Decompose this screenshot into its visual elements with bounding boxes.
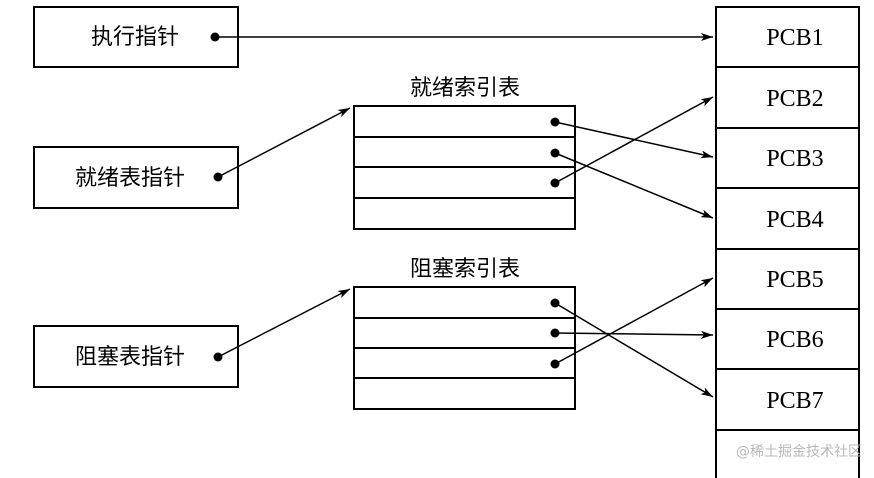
- pcb-column: PCB1 PCB2 PCB3 PCB4 PCB5 PCB6 PCB7: [715, 6, 860, 478]
- pcb7-label: PCB7: [766, 388, 823, 414]
- pointer-arrows: [215, 33, 714, 398]
- pcb2-label: PCB2: [766, 86, 823, 112]
- blocked-pointer-box: 阻塞表指针: [33, 325, 239, 388]
- ready-to-pcb4-arrow: [554, 152, 714, 219]
- running-pointer-label: 执行指针: [91, 25, 179, 50]
- pcb3-label: PCB3: [766, 146, 823, 172]
- blocked-pointer-arrow: [217, 288, 351, 358]
- running-pointer-box: 执行指针: [33, 6, 239, 68]
- ready-index-table: [353, 105, 576, 230]
- blocked-index-table-title: 阻塞索引表: [410, 257, 520, 282]
- ready-pointer-arrow: [217, 107, 351, 178]
- ready-pointer-label: 就绪表指针: [75, 166, 185, 191]
- watermark: @稀土掘金技术社区: [736, 444, 862, 460]
- pcb6-label: PCB6: [766, 327, 823, 353]
- blocked-to-pcb7-arrow: [554, 302, 714, 398]
- ready-pointer-box: 就绪表指针: [33, 146, 239, 209]
- ready-to-pcb2-arrow: [554, 96, 714, 184]
- pcb4-label: PCB4: [766, 207, 823, 233]
- blocked-pointer-label: 阻塞表指针: [75, 345, 185, 370]
- blocked-to-pcb5-arrow: [554, 277, 714, 365]
- pcb1-label: PCB1: [766, 25, 823, 51]
- blocked-to-pcb6-arrow: [554, 330, 714, 339]
- pcb5-label: PCB5: [766, 267, 823, 293]
- ready-index-table-title: 就绪索引表: [410, 76, 520, 101]
- blocked-index-table: [353, 286, 576, 410]
